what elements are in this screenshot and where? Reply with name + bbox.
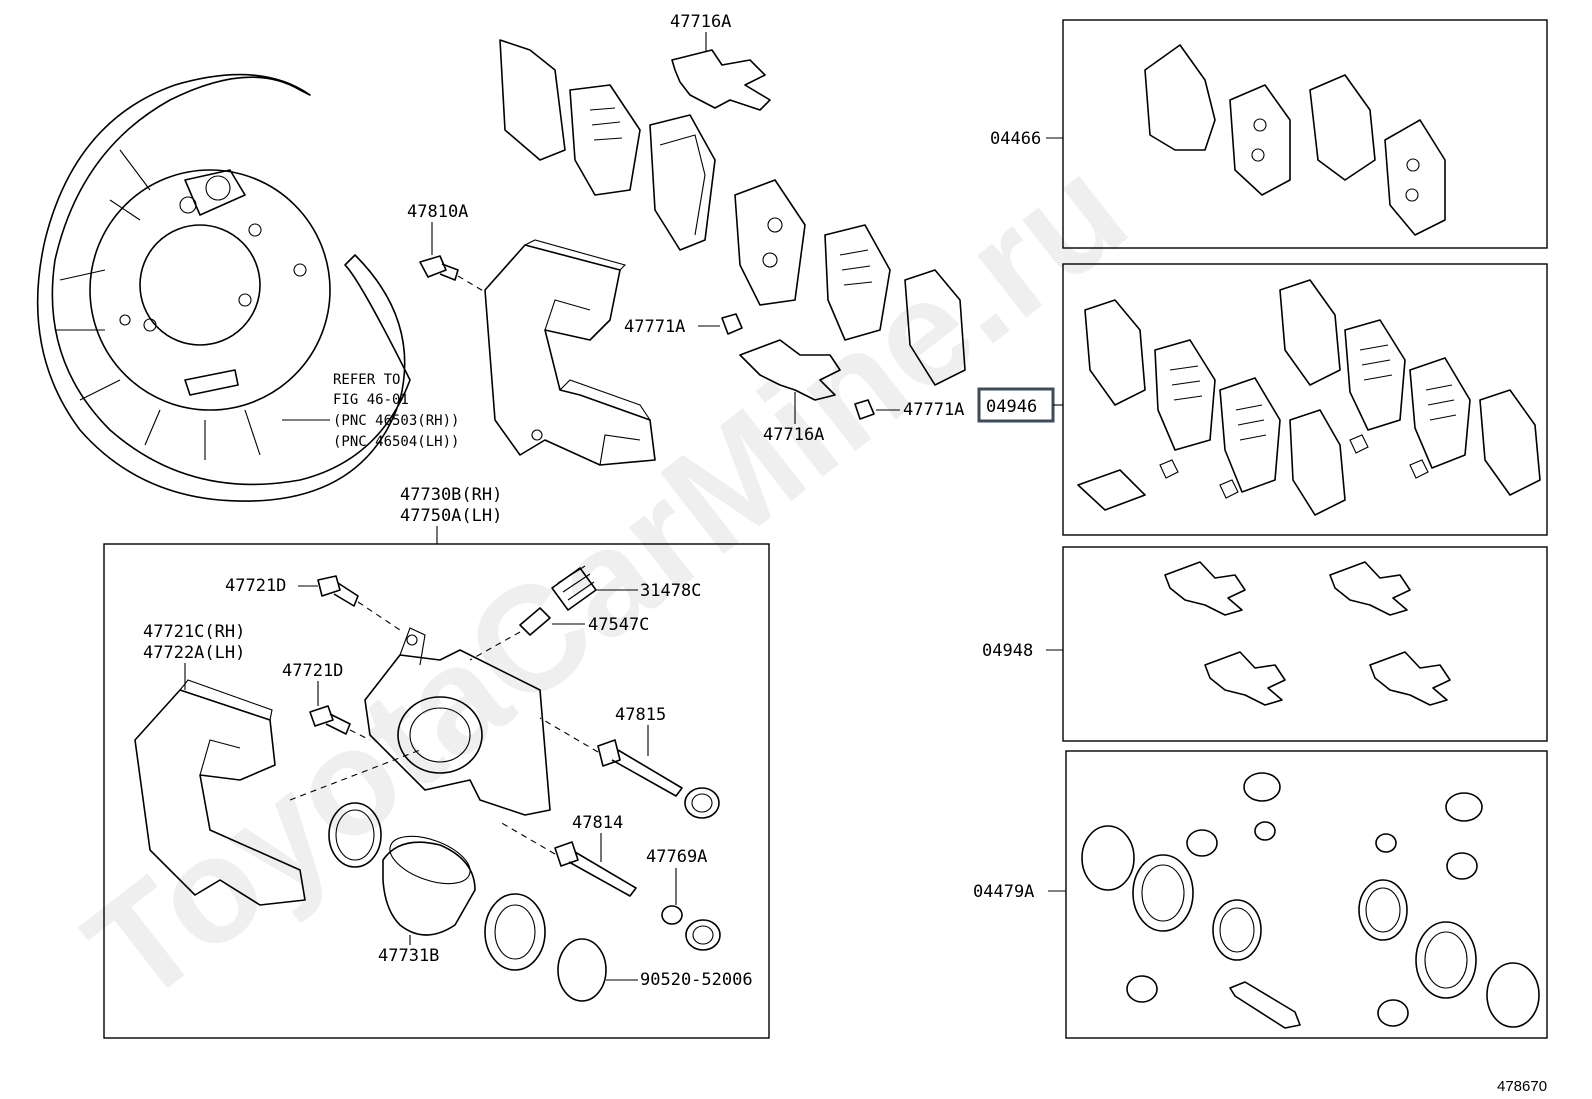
bleeder-plug-47547C[interactable] — [469, 607, 551, 661]
svg-text:(PNC 46504(LH)): (PNC 46504(LH)) — [333, 434, 459, 450]
label-47716A-top[interactable]: 47716A — [670, 12, 731, 32]
label-47547C[interactable]: 47547C — [588, 615, 649, 635]
kit-04466-pads[interactable] — [1144, 44, 1446, 236]
dust-shield[interactable] — [36, 73, 411, 502]
label-47771A-left[interactable]: 47771A — [624, 317, 685, 337]
label-47730B[interactable]: 47730B(RH) — [400, 485, 502, 505]
bolt-47721D-mid[interactable] — [309, 705, 371, 741]
label-47716A-bottom[interactable]: 47716A — [763, 425, 824, 445]
pin-boot-1[interactable] — [684, 787, 720, 819]
label-47731B[interactable]: 47731B — [378, 946, 439, 966]
label-04946[interactable]: 04946 — [986, 397, 1037, 417]
brake-pad-1[interactable] — [649, 114, 716, 251]
kit-box-04946 — [1062, 263, 1548, 536]
piston-axis — [289, 749, 421, 801]
svg-text:FIG 46-01: FIG 46-01 — [333, 392, 409, 408]
shim-47716A-top[interactable] — [671, 49, 771, 111]
label-47814[interactable]: 47814 — [572, 813, 623, 833]
kit-box-04479A — [1065, 750, 1548, 1039]
kit-04946-shims[interactable] — [1077, 279, 1541, 516]
kit-04948-shims[interactable] — [1164, 561, 1451, 706]
caliper-assembly-box — [103, 543, 770, 1039]
bolt-47810A[interactable] — [419, 255, 486, 293]
label-47771A-right[interactable]: 47771A — [903, 400, 964, 420]
anti-squeal-shim-2[interactable] — [904, 269, 966, 386]
bolt-47721D-top[interactable] — [317, 575, 401, 631]
label-47721D-mid[interactable]: 47721D — [282, 661, 343, 681]
reference-number: 478670 — [1497, 1078, 1547, 1095]
pin-boot-2[interactable] — [685, 919, 721, 951]
kit-box-04948 — [1062, 546, 1548, 742]
piston-seal[interactable] — [328, 802, 382, 868]
piston-boot[interactable] — [484, 893, 546, 971]
label-47722A[interactable]: 47722A(LH) — [143, 643, 245, 663]
label-47721C[interactable]: 47721C(RH) — [143, 622, 245, 642]
label-47815[interactable]: 47815 — [615, 705, 666, 725]
label-47750A[interactable]: 47750A(LH) — [400, 506, 502, 526]
label-04466[interactable]: 04466 — [990, 129, 1041, 149]
clip-47771A-right[interactable] — [854, 399, 875, 420]
piston-seal-90520-52006[interactable] — [557, 938, 607, 1002]
caliper-bracket[interactable] — [484, 239, 656, 466]
inner-shim-1[interactable] — [569, 84, 641, 196]
refer-note: REFER TO FIG 46-01 (PNC 46503(RH)) (PNC … — [333, 372, 459, 450]
shim-plate-2[interactable] — [734, 179, 806, 306]
kit-04479A-seals[interactable] — [1081, 772, 1540, 1029]
label-47721D-top[interactable]: 47721D — [225, 576, 286, 596]
bushing-47769A[interactable] — [661, 905, 683, 925]
label-90520-52006[interactable]: 90520-52006 — [640, 970, 753, 990]
label-47810A[interactable]: 47810A — [407, 202, 468, 222]
slide-pin-47814[interactable] — [499, 821, 637, 897]
label-04479A[interactable]: 04479A — [973, 882, 1034, 902]
svg-text:(PNC 46503(RH)): (PNC 46503(RH)) — [333, 413, 459, 429]
caliper-bracket-2[interactable] — [134, 679, 306, 906]
piston-47731B[interactable] — [382, 827, 476, 936]
label-04948[interactable]: 04948 — [982, 641, 1033, 661]
slide-pin-47815[interactable] — [539, 717, 683, 797]
label-31478C[interactable]: 31478C — [640, 581, 701, 601]
kit-box-04466 — [1062, 19, 1548, 249]
anti-squeal-shim-1[interactable] — [499, 39, 566, 161]
svg-text:REFER TO: REFER TO — [333, 372, 400, 388]
clip-47771A-left[interactable] — [721, 313, 743, 335]
label-47769A[interactable]: 47769A — [646, 847, 707, 867]
shim-47716A-bottom[interactable] — [739, 339, 841, 401]
inner-shim-2[interactable] — [824, 224, 891, 341]
